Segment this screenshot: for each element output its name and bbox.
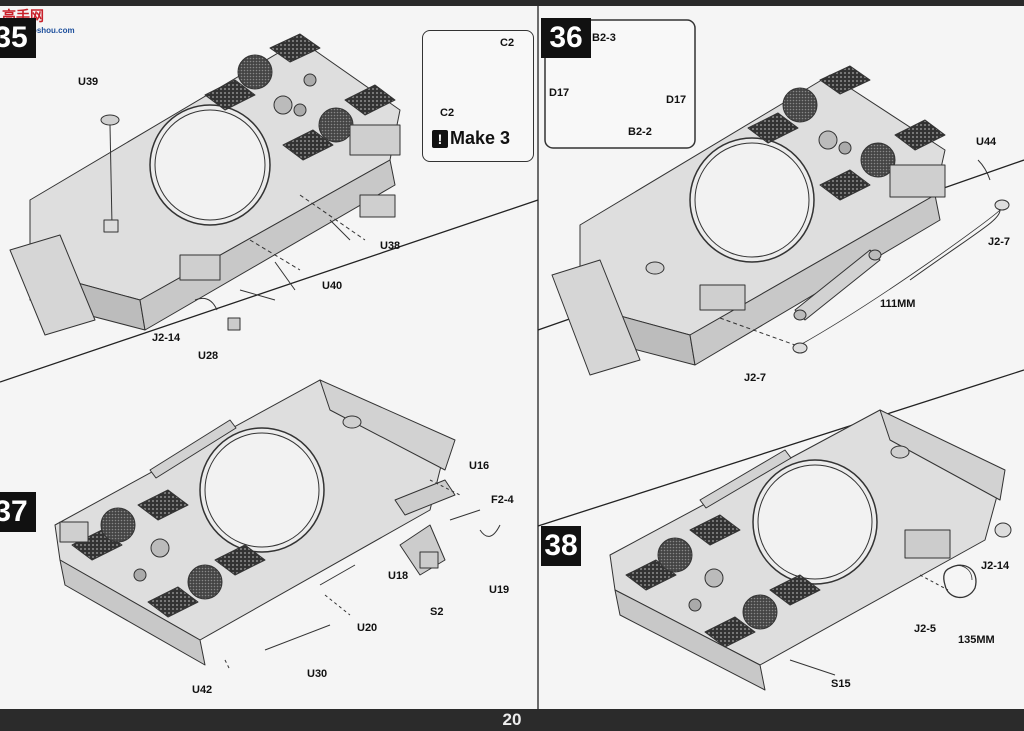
part-label-j2-7: J2-7 <box>988 236 1011 248</box>
part-label-b2-3: B2-3 <box>592 32 616 44</box>
part-label-f2-4: F2-4 <box>491 494 514 506</box>
part-label-j2-5: J2-5 <box>914 623 937 635</box>
part-label-u44: U44 <box>976 136 997 148</box>
part-label-s15: S15 <box>831 678 851 690</box>
part-label-u18: U18 <box>388 570 409 582</box>
part-label-c2: C2 <box>440 107 455 119</box>
part-label-u38: U38 <box>380 240 401 252</box>
step-number-36: 36 <box>541 18 591 58</box>
part-label-s2: S2 <box>430 606 444 618</box>
exclamation-icon: ! <box>432 130 448 148</box>
cable-length-135mm: 135MM <box>958 634 995 646</box>
part-label-u40: U40 <box>322 280 343 292</box>
step-number-38: 38 <box>541 526 581 566</box>
hull-step-35 <box>9 33 401 336</box>
part-label-u42: U42 <box>192 684 213 696</box>
hull-step-38 <box>609 409 1012 691</box>
make-quantity-note: !Make 3 <box>432 128 510 149</box>
part-label-j2-14: J2-14 <box>981 560 1010 572</box>
part-label-u16: U16 <box>469 460 490 472</box>
part-label-b2-2: B2-2 <box>628 126 652 138</box>
part-label-j2-14: J2-14 <box>152 332 181 344</box>
part-label-c2: C2 <box>500 37 515 49</box>
part-label-u20: U20 <box>357 622 378 634</box>
cable-length-111mm: 111MM <box>880 298 916 310</box>
step-number-35: 35 <box>0 18 36 58</box>
part-label-u30: U30 <box>307 668 328 680</box>
footer-bar <box>0 709 1024 731</box>
part-label-u28: U28 <box>198 350 219 362</box>
part-label-d17: D17 <box>666 94 687 106</box>
part-label-d17: D17 <box>549 87 570 99</box>
step-number-37: 37 <box>0 492 36 532</box>
part-label-j2-7: J2-7 <box>744 372 767 384</box>
top-border <box>0 0 1024 6</box>
part-label-u19: U19 <box>489 584 510 596</box>
page-number: 20 <box>502 710 522 729</box>
part-label-u39: U39 <box>78 76 99 88</box>
hull-step-37 <box>54 379 501 671</box>
